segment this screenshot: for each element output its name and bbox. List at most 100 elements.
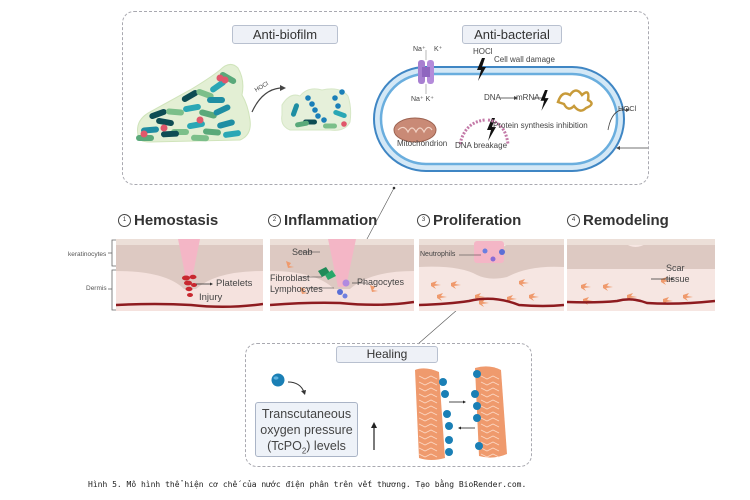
oxygen-molecule-icon	[443, 410, 451, 418]
stage-4-title: 4 Remodeling	[567, 212, 669, 229]
bacterium	[183, 103, 201, 113]
stage-1-title: 1 Hemostasis	[118, 212, 218, 229]
stage-2-title: 2 Inflammation	[268, 212, 377, 229]
bacterium-cocci	[305, 95, 311, 101]
stage-3-label: Proliferation	[433, 212, 522, 229]
mechanism-box	[122, 11, 649, 185]
bacterium	[219, 72, 237, 84]
wound-granulation	[474, 241, 504, 263]
fibroblast-icon	[529, 293, 539, 301]
fibroblast-icon	[603, 283, 613, 291]
ion-channel-icon	[418, 60, 434, 84]
bacterium	[199, 109, 217, 119]
bacterium-cocci	[221, 76, 229, 84]
oxygen-molecule-icon	[475, 442, 483, 450]
bacterium-cocci	[339, 89, 345, 95]
lightning-bolt-icon	[487, 118, 496, 141]
anti-biofilm-title: Anti-biofilm	[232, 25, 338, 44]
platelets	[182, 274, 197, 297]
blood-vessel	[567, 298, 715, 305]
bacterium	[290, 103, 300, 117]
healing-title: Healing	[336, 346, 438, 363]
tcpo2-line3: (TcPO2) levels	[267, 439, 346, 456]
blood-vessel	[419, 297, 564, 308]
biofilm-illustration: HOCl	[136, 64, 352, 143]
oxygen-molecule-icon	[473, 370, 481, 378]
fibroblast-icon	[437, 293, 447, 301]
bacterium-cocci	[160, 124, 168, 132]
lymphocytes-label: Lymphocytes	[270, 284, 323, 294]
fibroblast-icon	[519, 279, 529, 287]
bacterium	[295, 120, 309, 128]
inflammation-panel	[270, 239, 414, 311]
bacterium-cocci	[309, 101, 315, 107]
bacterium	[323, 123, 337, 129]
stage-2-label: Inflammation	[284, 212, 378, 229]
blood-vessel	[270, 300, 414, 307]
bacterium-cocci	[335, 103, 341, 109]
tcpo2-line2: oxygen pressure	[260, 423, 353, 437]
fibroblast-label: Fibroblast	[270, 273, 310, 283]
proliferation-panel	[419, 239, 564, 311]
increase-arrow-icon	[371, 422, 377, 450]
bacterium	[207, 97, 225, 103]
platelets-label: Platelets	[216, 278, 253, 289]
hemostasis-panel	[116, 239, 263, 311]
fibroblast-icon	[431, 281, 441, 289]
keratinocytes-label: keratinocytes	[68, 251, 107, 258]
figure-caption: Hình 5. Mô hình thể hiện cơ chế của nước…	[88, 480, 527, 489]
fibroblast-icon	[479, 299, 489, 307]
stage-1-label: Hemostasis	[134, 212, 219, 229]
oxygen-molecule-icon	[439, 378, 447, 386]
protein-synthesis-label: Protein synthesis inhibition	[493, 121, 588, 130]
oxygen-molecule-icon	[445, 448, 453, 456]
lymphocyte	[337, 289, 343, 295]
fibroblast-icon	[581, 283, 591, 291]
wound-cut	[328, 239, 356, 287]
bacterium	[181, 90, 199, 102]
bacterium	[210, 79, 226, 93]
mitochondrion-label: Mitochondrion	[397, 139, 448, 148]
remodeling-panel	[567, 239, 715, 311]
bacterium-cocci	[332, 95, 338, 101]
oxygen-molecule-icon	[441, 390, 449, 398]
tcpo2-box: Transcutaneous oxygen pressure (TcPO2) l…	[255, 402, 358, 457]
tcpo2-line1: Transcutaneous	[261, 407, 352, 421]
healing-box	[245, 343, 532, 467]
oxygen-molecule-arrow	[271, 373, 306, 395]
scab	[318, 267, 336, 280]
fibroblast-icon	[451, 281, 461, 289]
hocl-arrow	[251, 87, 281, 113]
bacterial-cell-illustration	[373, 50, 648, 172]
oxygen-molecule-icon	[445, 422, 453, 430]
wound-cut	[178, 239, 200, 279]
stage-1-number: 1	[118, 214, 131, 227]
bacterium	[213, 104, 231, 116]
oxygen-molecule-icon	[473, 402, 481, 410]
bacterium-cocci	[140, 130, 148, 138]
bacterium	[161, 130, 179, 138]
bacterium	[203, 128, 221, 136]
neutrophils-label: Neutrophils	[420, 251, 456, 258]
bacterium	[333, 109, 347, 119]
anti-bacterial-title: Anti-bacterial	[462, 25, 562, 44]
bacterium	[136, 135, 154, 141]
phagocyte	[342, 279, 350, 287]
bacterium-cocci	[321, 117, 327, 123]
layer-brackets	[108, 239, 117, 311]
dermis-label: Dermis	[86, 285, 107, 292]
bacterium	[217, 119, 235, 129]
bacterium-cocci	[312, 107, 318, 113]
cell-inner-membrane	[379, 72, 619, 166]
stage-4-label: Remodeling	[583, 212, 669, 229]
oxygen-molecule-icon	[445, 436, 453, 444]
dna-breakage-icon	[458, 118, 486, 145]
tissue-label: tissue	[666, 274, 690, 284]
bacterium	[156, 117, 174, 127]
lightning-bolt-icon	[477, 58, 486, 81]
hocl-arrow-head	[280, 85, 286, 91]
bacterium-cocci	[196, 116, 204, 124]
mrna-label: mRNA	[516, 93, 540, 102]
bacterium	[191, 134, 209, 142]
neutrophil	[482, 248, 488, 254]
